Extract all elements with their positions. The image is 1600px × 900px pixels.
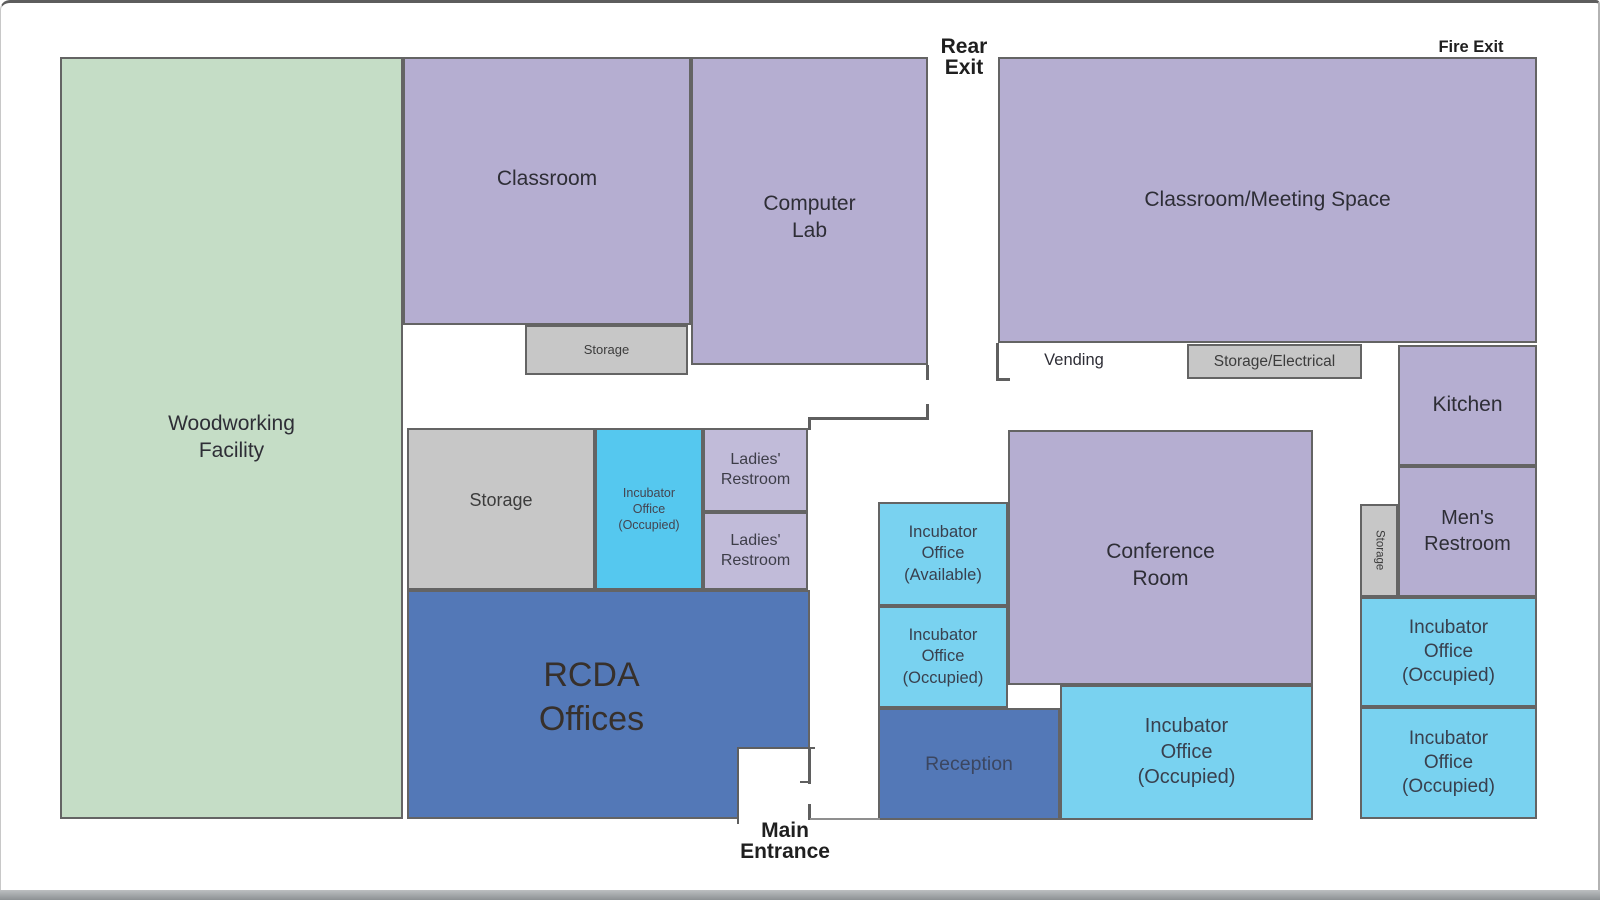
main-entrance-door-tick (800, 781, 809, 783)
room-conference-room: Conference Room (1008, 430, 1313, 685)
wall-hallway-corner (926, 404, 929, 420)
main-entrance-label: Main Entrance (740, 819, 830, 863)
room-incubator-office-right-2: Incubator Office (Occupied) (1360, 707, 1537, 819)
storage-vertical-label: Storage (1373, 530, 1386, 571)
rear-exit-label: Rear Exit (940, 35, 988, 79)
room-ladies-restroom-1: Ladies' Restroom (703, 428, 808, 512)
room-storage-under-classroom: Storage (525, 325, 688, 375)
wall-hallway-top (810, 417, 929, 420)
main-entrance-door-jamb-lower (808, 804, 811, 820)
wall-computer-lab-lower (926, 365, 929, 380)
room-classroom: Classroom (403, 57, 691, 325)
room-reception: Reception (878, 708, 1060, 820)
entrance-vestibule-notch (737, 747, 815, 824)
room-storage-electrical: Storage/Electrical (1187, 344, 1362, 379)
room-mens-restroom: Men's Restroom (1398, 466, 1537, 597)
main-entrance-door-jamb-upper (808, 748, 811, 784)
room-incubator-office-large: Incubator Office (Occupied) (1060, 685, 1313, 820)
room-incubator-office-left: Incubator Office (Occupied) (595, 428, 703, 590)
room-storage-left: Storage (407, 428, 595, 590)
room-kitchen: Kitchen (1398, 345, 1537, 466)
fire-exit-label: Fire Exit (1438, 38, 1504, 56)
room-incubator-office-available: Incubator Office (Available) (878, 502, 1008, 606)
wall-vending-left (996, 343, 999, 381)
room-incubator-office-middle: Incubator Office (Occupied) (878, 606, 1008, 708)
room-computer-lab: Computer Lab (691, 57, 928, 365)
wall-vending-door-tick (996, 378, 1010, 381)
room-ladies-restroom-2: Ladies' Restroom (703, 512, 808, 590)
room-incubator-office-right-1: Incubator Office (Occupied) (1360, 597, 1537, 707)
wall-hallway-jog (808, 417, 811, 430)
page-border-bottom (0, 890, 1600, 900)
main-entrance-threshold (810, 818, 880, 820)
room-storage-vertical-strip: Storage (1360, 504, 1398, 597)
vending-area-label: Vending (1044, 351, 1104, 369)
room-woodworking-facility: Woodworking Facility (60, 57, 403, 819)
room-classroom-meeting-space: Classroom/Meeting Space (998, 57, 1537, 343)
